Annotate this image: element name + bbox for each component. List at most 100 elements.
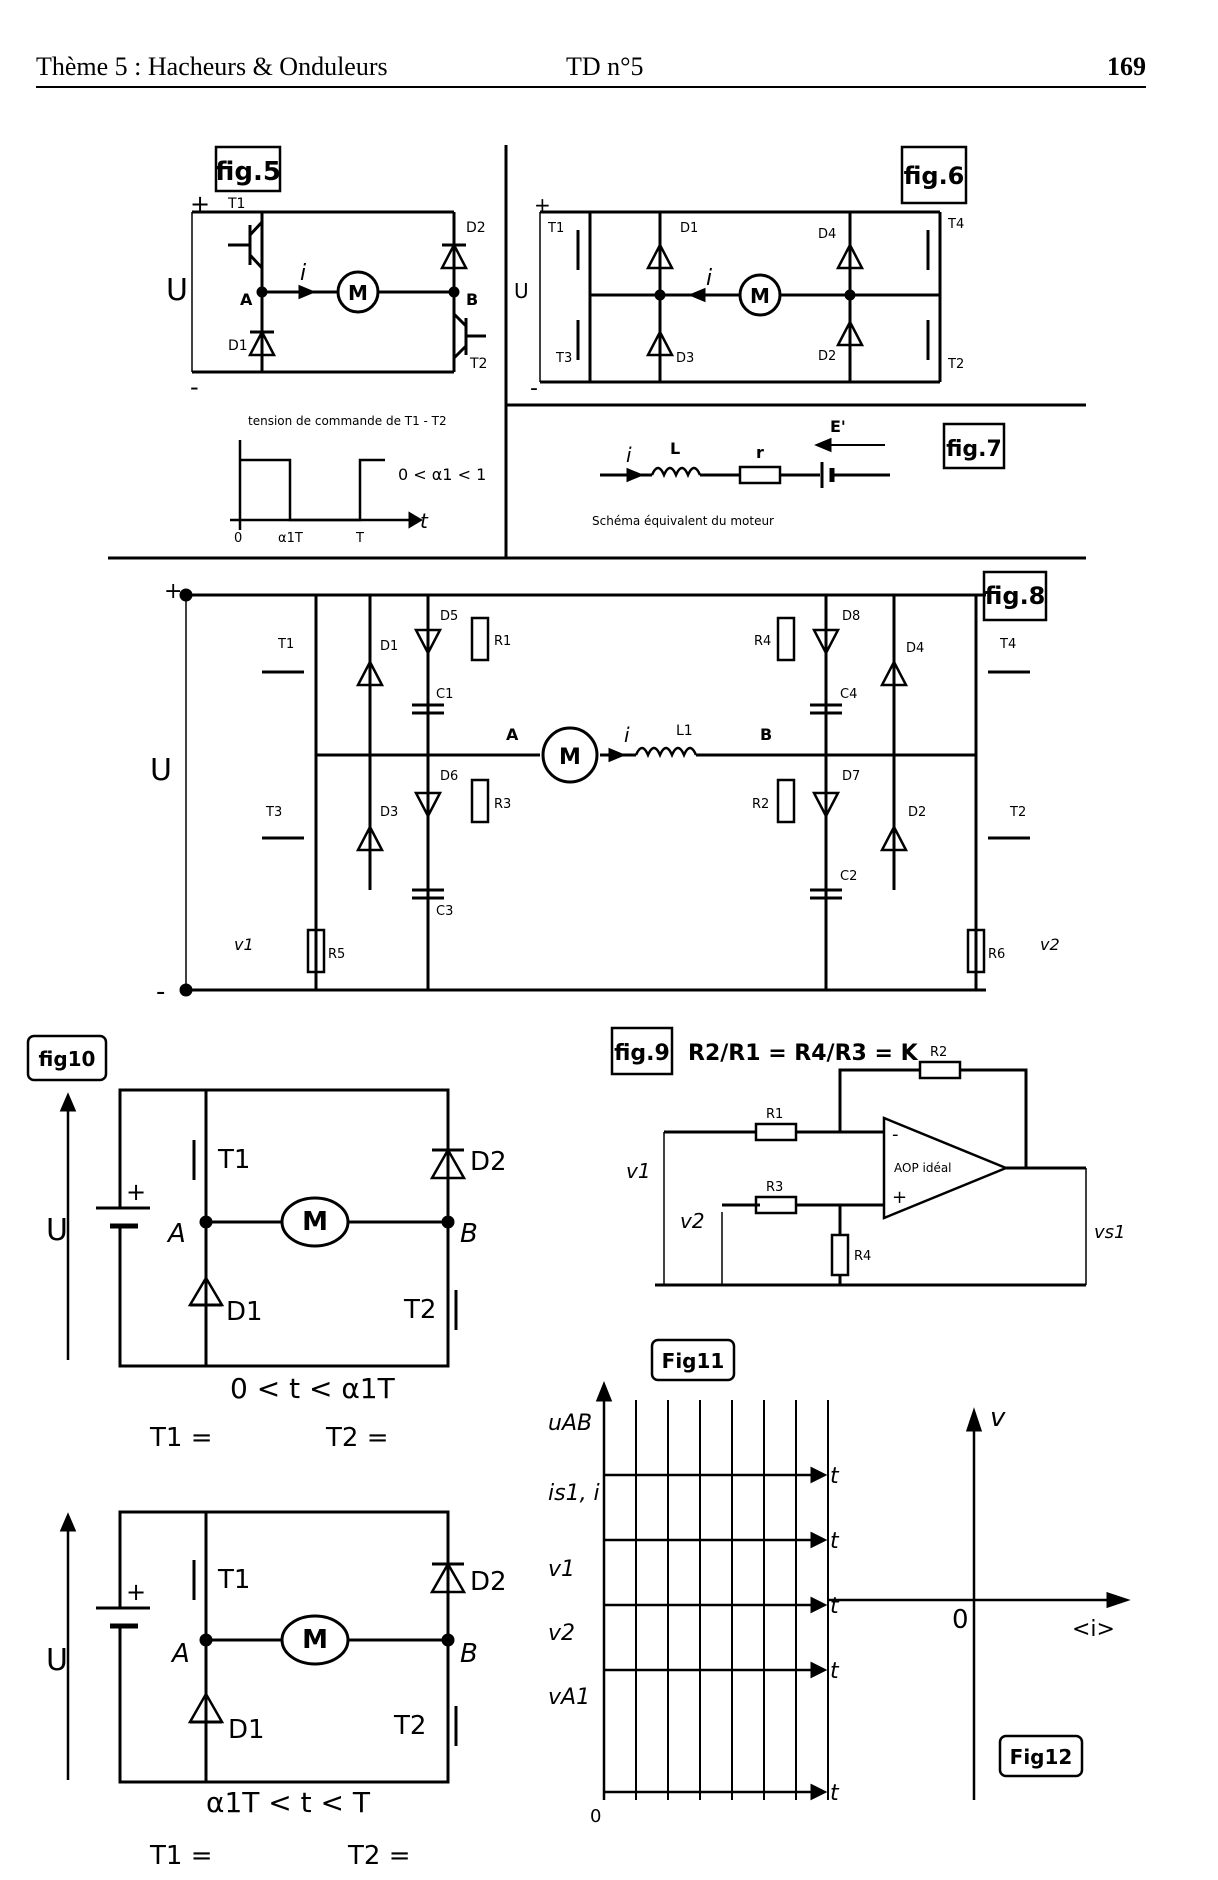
fig6-circuit: fig.6 + - U M i T1 D1 D4 T4 T3 D3 D2 — [514, 145, 968, 401]
fig10-t1-answer-1: T1 = — [149, 1423, 212, 1453]
fig8-label-r6: R6 — [988, 947, 1005, 962]
fig9-label-v2: v2 — [680, 1209, 705, 1233]
header-page-number: 169 — [1107, 52, 1146, 81]
fig9-opamp-label: AOP idéal — [894, 1161, 952, 1175]
fig8-label-d1: D1 — [380, 639, 398, 654]
fig6-label-i: i — [706, 266, 712, 291]
fig8-label-c3: C3 — [436, 904, 453, 919]
fig8-label-d4: D4 — [906, 641, 924, 656]
fig6-label-d4: D4 — [818, 227, 836, 242]
fig11-row-label: is1, i — [548, 1481, 600, 1506]
fig7-tag: fig.7 — [946, 437, 1002, 462]
fig9-r2 — [918, 1060, 962, 1080]
fig10-frame-2 — [118, 1510, 450, 1784]
fig12-tag-box — [998, 1734, 1084, 1778]
fig8-r1 — [470, 616, 490, 662]
fig5-label-d1: D1 — [228, 338, 248, 354]
fig9-label-vs1: vs1 — [1094, 1222, 1125, 1243]
fig7-resistor — [738, 465, 782, 485]
fig5-plus: + — [190, 190, 210, 218]
fig8-current-arrow — [608, 747, 626, 763]
fig10-node-a-1 — [199, 1215, 213, 1229]
fig5-minus: - — [190, 373, 199, 401]
fig8-label-d2: D2 — [908, 805, 926, 820]
fig8-label-r1: R1 — [494, 634, 511, 649]
fig12-tag: Fig12 — [1010, 1745, 1073, 1769]
fig11-time-arrowhead — [810, 1661, 828, 1679]
fig9-r4 — [830, 1233, 850, 1277]
header-theme: Thème 5 : Hacheurs & Onduleurs — [36, 52, 388, 81]
fig9-formula: R2/R1 = R4/R3 = K — [688, 1041, 919, 1066]
fig7-label-l: L — [670, 439, 680, 458]
fig9-label-r3: R3 — [766, 1180, 783, 1195]
fig11-time-arrowhead — [810, 1466, 828, 1484]
fig8-plus-node — [179, 588, 193, 602]
fig10-u-arrowhead-2 — [59, 1512, 77, 1532]
fig8-d1-diode — [355, 659, 385, 687]
fig8-label-d3: D3 — [380, 805, 398, 820]
fig10-motor-label-1: M — [302, 1207, 328, 1237]
fig10-label-b-1: B — [460, 1219, 478, 1249]
fig8-r6 — [966, 928, 986, 974]
fig5-motor-label: M — [348, 281, 368, 305]
fig10-interval-1: 0 < t < α1T — [230, 1372, 396, 1405]
fig11-time-label: t — [830, 1464, 840, 1489]
fig8-label-b: B — [760, 725, 772, 744]
fig5-label-a: A — [240, 290, 253, 309]
fig6-label-t4: T4 — [947, 217, 964, 232]
fig8-d4-diode — [879, 659, 909, 687]
fig10-label-d2-1: D2 — [470, 1147, 507, 1177]
fig5-d1-diode — [247, 329, 277, 357]
fig9-label-r2: R2 — [930, 1045, 947, 1060]
fig12-origin: 0 — [952, 1605, 969, 1635]
fig11-row-label: v2 — [548, 1621, 575, 1646]
fig10-t2-answer-2: T2 = — [347, 1841, 410, 1871]
fig9-feedback-right — [960, 1068, 1028, 1168]
fig7-inductor — [650, 466, 702, 479]
fig10-tag: fig10 — [39, 1047, 96, 1071]
fig8-d6-diode — [413, 791, 443, 819]
fig10-node-b-1 — [441, 1215, 455, 1229]
fig8-label-t3: T3 — [265, 805, 282, 820]
fig7-current-arrow — [626, 467, 644, 483]
fig8-d2-diode — [879, 824, 909, 852]
fig5-axis-zero: 0 — [234, 531, 242, 546]
fig10-label-a-2: A — [170, 1639, 190, 1669]
fig5-t1-emitter — [248, 253, 264, 270]
fig6-label-d2: D2 — [818, 349, 836, 364]
fig7-tag-box — [942, 422, 1006, 470]
fig8-label-r5: R5 — [328, 947, 345, 962]
fig12-x-arrowhead — [1106, 1591, 1131, 1609]
fig8-tag: fig.8 — [985, 582, 1046, 610]
fig5-label-b: B — [466, 290, 478, 309]
fig7-label-r: r — [756, 443, 764, 462]
fig11-row-label: uAB — [548, 1411, 592, 1436]
fig5-label-d2: D2 — [466, 220, 486, 236]
fig5-d2-diode — [439, 242, 469, 270]
fig9-wiring: R1 R2 R3 R4 v1 v2 vs1 — [626, 1045, 1125, 1287]
fig10-label-d1-1: D1 — [226, 1297, 263, 1327]
fig6-label-t3: T3 — [555, 351, 572, 366]
fig8-r5 — [306, 928, 326, 974]
fig10-node-a-2 — [199, 1633, 213, 1647]
fig5-t2-emitter — [452, 344, 468, 360]
fig8-label-v1: v1 — [234, 935, 254, 954]
fig10-u-arrowhead-1 — [59, 1092, 77, 1112]
fig10-label-b-2: B — [460, 1639, 478, 1669]
fig11-time-label: t — [830, 1529, 840, 1554]
fig10-label-t2-2: T2 — [393, 1711, 426, 1741]
fig11-time-arrowhead — [810, 1596, 828, 1614]
fig5-command-title: tension de commande de T1 - T2 — [248, 414, 447, 428]
fig8-r2 — [776, 778, 796, 824]
fig5-axis-alphat: α1T — [278, 531, 303, 546]
fig9-r1 — [754, 1122, 798, 1142]
fig6-label-t2: T2 — [947, 357, 964, 372]
fig8-inductor-l1 — [634, 746, 698, 759]
fig6-label-d3: D3 — [676, 351, 694, 366]
fig6-d2-diode — [835, 319, 865, 347]
fig7-emf-arrow — [814, 437, 832, 453]
fig8-r4 — [776, 616, 796, 662]
fig5-current-arrow — [298, 284, 316, 300]
fig8-label-t4: T4 — [999, 637, 1016, 652]
